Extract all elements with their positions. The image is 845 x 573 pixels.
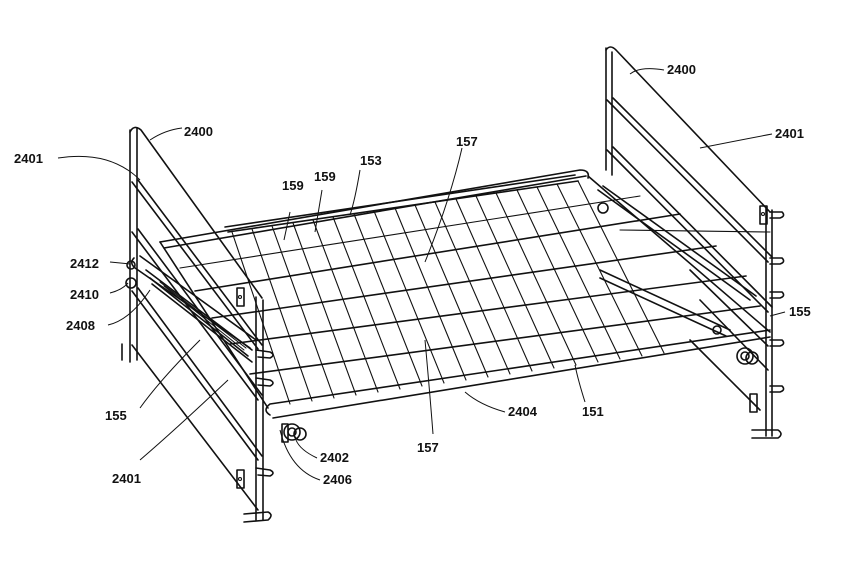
label-159-b: 159 xyxy=(314,169,336,184)
label-153: 153 xyxy=(360,153,382,168)
label-2401-lower-left: 2401 xyxy=(112,471,141,486)
label-2406: 2406 xyxy=(323,472,352,487)
rack-cross-wires xyxy=(231,180,665,405)
rack xyxy=(159,169,771,419)
reference-numerals: 2400 2400 2401 2401 2401 2412 2410 2408 … xyxy=(14,62,811,487)
label-151: 151 xyxy=(582,404,604,419)
label-2410: 2410 xyxy=(70,287,99,302)
label-2400-right: 2400 xyxy=(667,62,696,77)
left-side-support-frame xyxy=(121,126,274,523)
label-2404: 2404 xyxy=(508,404,538,419)
label-155-right: 155 xyxy=(789,304,811,319)
label-155-left: 155 xyxy=(105,408,127,423)
label-2401-upper-left: 2401 xyxy=(14,151,43,166)
rack-support-wires xyxy=(179,195,761,375)
label-2402: 2402 xyxy=(320,450,349,465)
label-157-bottom: 157 xyxy=(417,440,439,455)
leader-lines xyxy=(57,68,786,481)
rack-wheels xyxy=(281,202,759,443)
right-side-support-frame xyxy=(605,46,785,439)
label-2412: 2412 xyxy=(70,256,99,271)
label-2408: 2408 xyxy=(66,318,95,333)
label-159-a: 159 xyxy=(282,178,304,193)
label-157-top: 157 xyxy=(456,134,478,149)
label-2401-right: 2401 xyxy=(775,126,804,141)
label-2400-left: 2400 xyxy=(184,124,213,139)
